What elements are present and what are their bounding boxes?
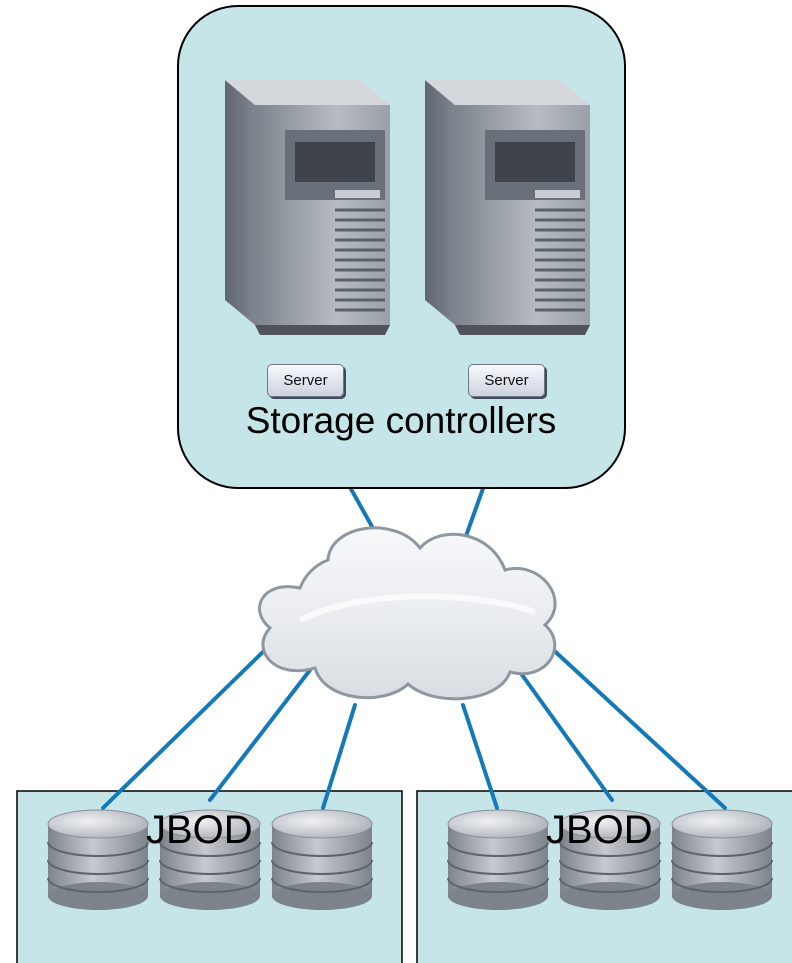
storage-controllers-label: Storage controllers — [245, 400, 557, 441]
disk-stack-icon — [47, 809, 149, 911]
server-badge-1: Server — [267, 364, 344, 397]
jbod-label-2: JBOD — [546, 808, 653, 852]
jbod-label-1: JBOD — [146, 808, 253, 852]
cloud-icon — [258, 526, 557, 701]
server-tower-icon — [423, 78, 592, 337]
server-tower-icon — [223, 78, 392, 337]
disk-stack-icon — [271, 809, 373, 911]
server-badge-2: Server — [468, 364, 545, 397]
link-jbod1-disk2 — [208, 668, 312, 802]
link-jbod2-disk2 — [518, 670, 614, 802]
link-jbod2-disk1 — [461, 703, 499, 810]
disk-stack-icon — [447, 809, 549, 911]
link-jbod2-disk3 — [546, 643, 727, 810]
link-jbod1-disk1 — [101, 643, 272, 810]
link-jbod1-disk3 — [321, 703, 357, 810]
disk-stack-icon — [671, 809, 773, 911]
network-links — [101, 453, 727, 810]
